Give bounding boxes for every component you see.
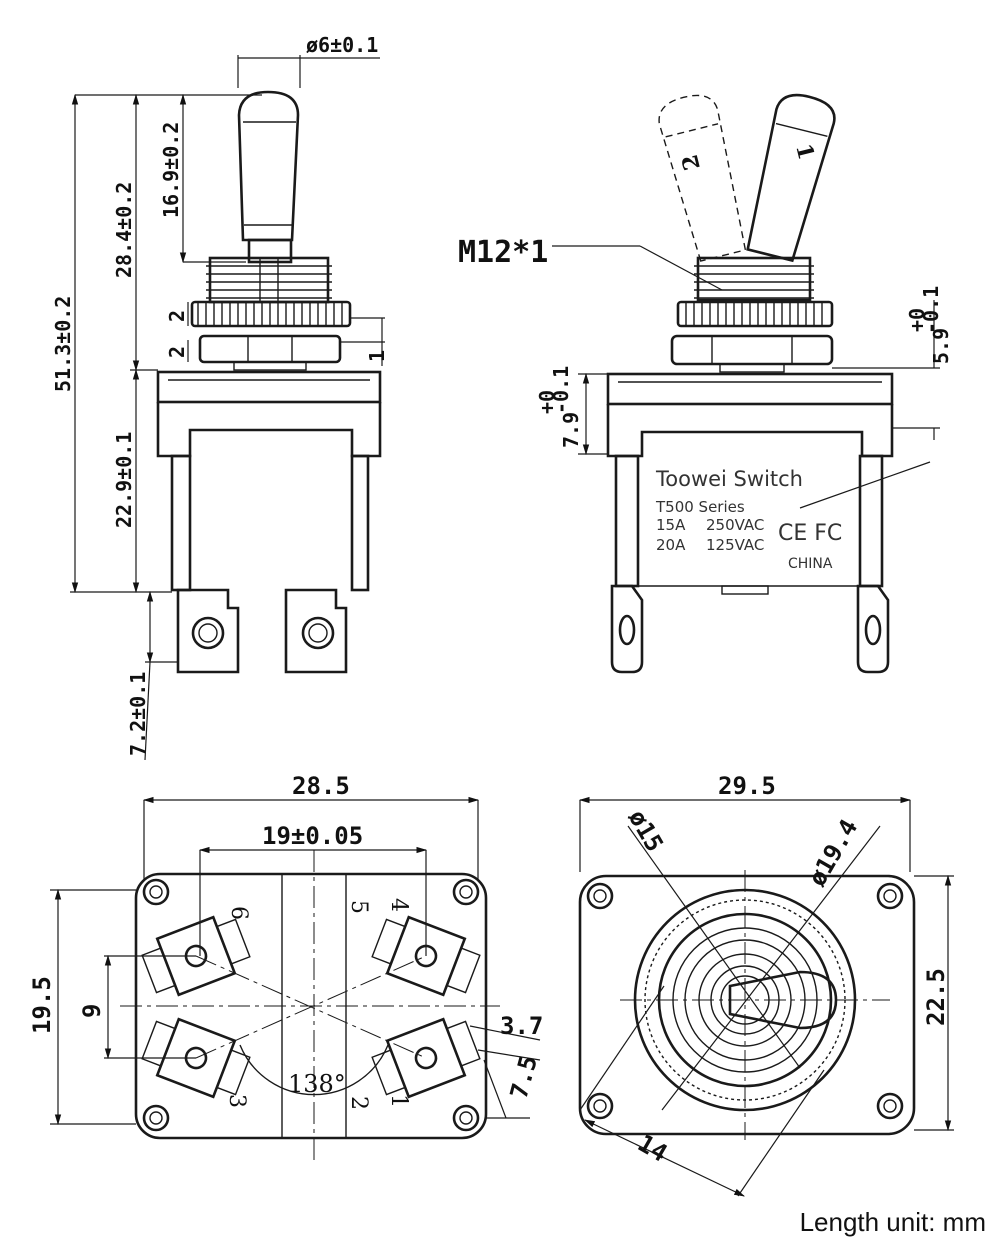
bottom-dim-terminal-width: 3.7	[500, 1012, 543, 1040]
side-view: ø6±0.1 16.9±0.2 28.4±0.2 51.3±0.2 2 2 1 …	[51, 33, 389, 761]
bottom-dim-terminal-length: 7.5	[505, 1052, 543, 1101]
side-bat	[237, 90, 300, 242]
top-dim-height: 22.5	[922, 968, 950, 1026]
pin-label-5: 5	[346, 900, 371, 914]
angle-label: 138°	[288, 1070, 346, 1098]
side-terminal-left	[176, 588, 240, 674]
bottom-terminal-4	[371, 915, 481, 997]
dim-bat-length: 16.9±0.2	[159, 122, 183, 218]
top-housing	[578, 874, 916, 1136]
pin-label-4: 4	[386, 898, 411, 912]
bottom-corner-holes	[142, 878, 480, 1132]
dim-total-height: 51.3±0.2	[51, 296, 75, 392]
rating-2-current: 20A	[656, 536, 686, 554]
side-knurled-nut	[190, 300, 352, 328]
side-body	[156, 370, 382, 592]
dim-bushing-tol-upper: +0	[905, 308, 929, 332]
dim-upper-height: 28.4±0.2	[112, 182, 136, 278]
rating-1-current: 15A	[656, 516, 686, 534]
top-dim-width: 29.5	[718, 772, 776, 800]
bat-label-1: 1	[790, 141, 819, 162]
top-dim-inner-diameter: ø15	[623, 805, 669, 857]
unit-note: Length unit: mm	[799, 1207, 986, 1237]
bottom-dim-row-spacing: 9	[78, 1004, 106, 1018]
bottom-dim-height: 19.5	[28, 976, 56, 1034]
dim-flange-tol-upper: +0	[535, 390, 559, 414]
front-threaded-bushing	[694, 256, 814, 302]
top-dim-outer-diameter: ø19.4	[803, 814, 863, 891]
dim-washer-thickness: 2	[165, 346, 189, 358]
bat-label-2: 2	[677, 152, 706, 173]
dim-terminal-height: 7.2±0.1	[126, 672, 150, 756]
bottom-dim-width: 28.5	[292, 772, 350, 800]
dim-bushing: 5.9	[929, 328, 953, 364]
bottom-terminal-6	[141, 915, 251, 997]
side-hex-nut	[198, 334, 342, 364]
dim-nut-thickness: 2	[165, 310, 189, 322]
front-terminal-right	[856, 584, 890, 674]
dim-body-height: 22.9±0.1	[112, 432, 136, 528]
side-threaded-bushing	[206, 256, 332, 304]
front-hex-nut	[670, 334, 834, 366]
front-view: 2 1	[458, 93, 953, 674]
bottom-view: 138° 6 5 4 3 2 1 28.5 19±0.05 19.5 9 3.7…	[28, 772, 543, 1160]
origin-text: CHINA	[788, 556, 833, 572]
dim-gap: 1	[365, 350, 389, 362]
top-view: 29.5 22.5 ø15 ø19.4 14	[578, 772, 954, 1197]
certification-marks: CE FC	[778, 521, 842, 546]
pin-label-6: 6	[226, 906, 251, 920]
front-body	[606, 372, 894, 595]
dim-flange: 7.9	[559, 412, 583, 448]
front-bat-position-1	[746, 93, 836, 263]
pin-label-1: 1	[386, 1094, 411, 1108]
bottom-terminal-3	[141, 1017, 251, 1099]
thread-label: M12*1	[458, 235, 548, 270]
series-text: T500 Series	[655, 498, 745, 516]
pin-label-3: 3	[224, 1094, 249, 1108]
dim-bushing-tol-lower: -0.1	[919, 286, 943, 334]
front-bat-position-2	[658, 94, 747, 262]
front-knurled-nut	[676, 300, 834, 328]
brand-text: Toowei Switch	[655, 467, 803, 491]
side-terminal-right	[284, 588, 348, 674]
pin-label-2: 2	[346, 1096, 371, 1110]
dim-bat-diameter: ø6±0.1	[306, 33, 378, 57]
top-corner-holes	[586, 882, 904, 1120]
rating-2-voltage: 125VAC	[706, 536, 764, 554]
bottom-dim-pin-spacing: 19±0.05	[262, 822, 363, 850]
rating-1-voltage: 250VAC	[706, 516, 764, 534]
bottom-terminal-1	[371, 1017, 481, 1099]
side-stem	[247, 238, 293, 264]
dim-flange-tol-lower: -0.1	[549, 366, 573, 414]
front-terminal-left	[610, 584, 644, 674]
